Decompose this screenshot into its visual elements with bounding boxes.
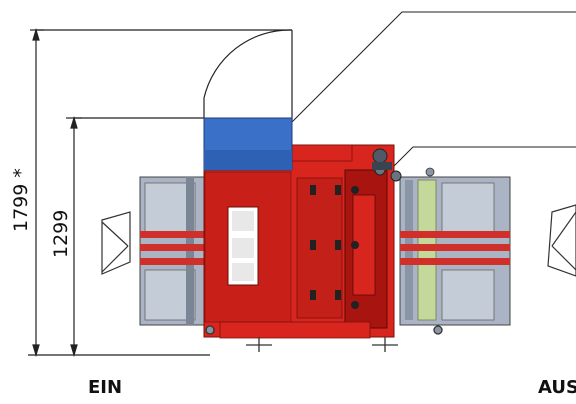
dimension-lines [28,27,293,358]
outer-height-dimension: 1799 * [10,168,32,232]
main-machine-frame [203,144,395,339]
exit-label: AUS [538,377,576,398]
motor-assembly [372,148,435,182]
door-swing-arc [203,29,293,118]
inner-height-dimension: 1299 [50,209,72,258]
exit-arrow-icon [547,204,576,277]
callout-lines [291,11,576,169]
entry-label: EIN [88,377,123,398]
blue-hood [203,117,293,171]
entry-arrow-icon [101,211,131,275]
outfeed-conveyor [399,176,511,326]
infeed-conveyor [139,176,205,326]
bottom-fittings [205,325,443,352]
